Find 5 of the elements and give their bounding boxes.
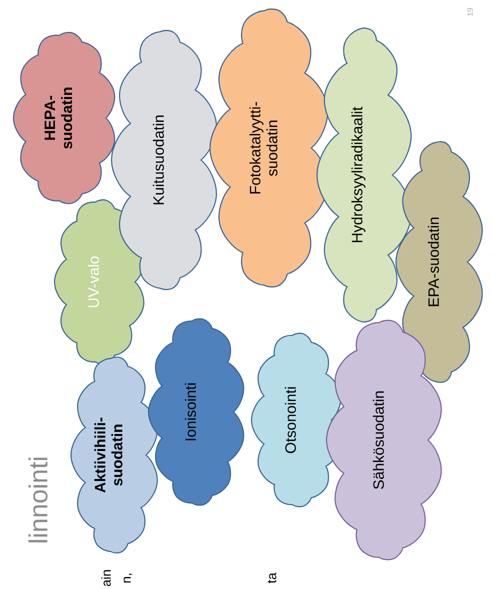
page-text: 19 bbox=[467, 8, 473, 16]
page-text: ain bbox=[101, 570, 111, 586]
page-text: linnointi bbox=[28, 458, 48, 542]
page-text: ta bbox=[268, 572, 276, 584]
page-text: n, bbox=[124, 574, 132, 583]
